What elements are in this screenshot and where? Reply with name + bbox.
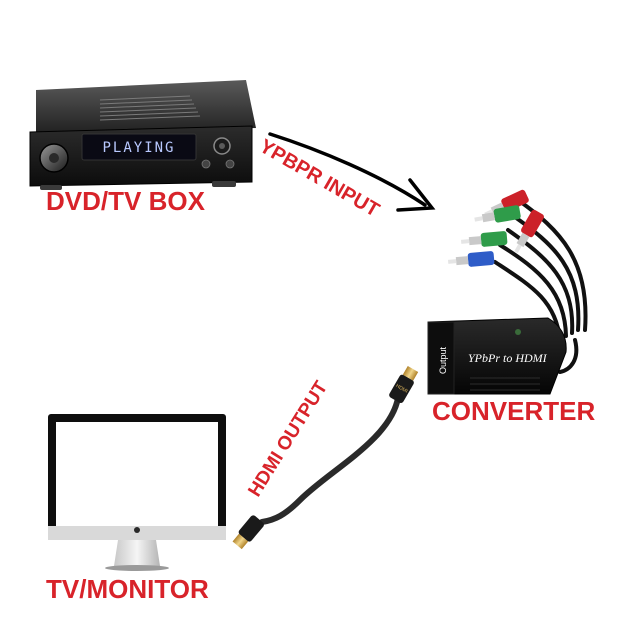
tv-monitor <box>48 414 226 571</box>
rca-plug-red-2 <box>514 209 544 254</box>
status-led-icon <box>515 329 521 335</box>
rca-plug-green-2 <box>460 231 508 247</box>
converter-label: CONVERTER <box>432 396 595 426</box>
vent-grille <box>99 95 201 121</box>
display-label: TV/MONITOR <box>46 574 209 604</box>
source-label: DVD/TV BOX <box>46 186 206 216</box>
rca-plug-blue <box>447 251 495 267</box>
hdmi-plug-bottom <box>232 515 264 550</box>
converter-port-label: Output <box>438 346 448 374</box>
converter-device: Output YPbPr to HDMI <box>427 317 567 395</box>
dvd-player: PLAYING <box>29 80 256 190</box>
monitor-screen <box>56 422 218 526</box>
button-icon <box>225 159 235 169</box>
rca-plug-green <box>474 205 521 223</box>
button-icon <box>201 159 211 169</box>
player-display-screen <box>81 133 197 161</box>
hdmi-cable <box>259 395 401 525</box>
brand-logo-icon <box>134 527 140 533</box>
hdmi-plug-text: HDMI <box>394 383 408 395</box>
hdmi-plug-top: HDMI <box>389 365 419 404</box>
converter-front-label: YPbPr to HDMI <box>468 351 548 365</box>
input-label: YPBPR INPUT <box>256 135 383 221</box>
player-display-text: PLAYING <box>102 140 175 156</box>
input-arrow <box>268 132 436 212</box>
